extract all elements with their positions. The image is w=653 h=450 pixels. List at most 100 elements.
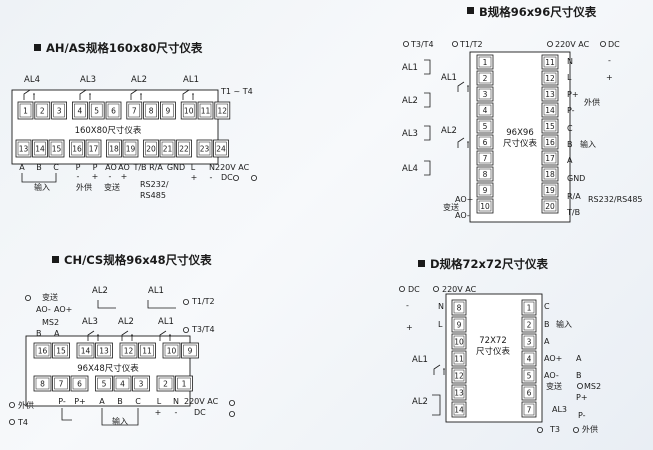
ah-top-terminal-inner (162, 103, 174, 118)
wire (424, 125, 431, 141)
ch-top-terminal (33, 342, 52, 359)
ah-bottom-terminal-number: 18 (109, 145, 119, 154)
b-right-label: L (567, 73, 572, 82)
terminal-circle-icon (228, 399, 235, 406)
ah-top-terminal-number: 12 (218, 107, 228, 116)
d-left-terminal-number: 13 (454, 389, 464, 398)
ah-bottom-terminal-inner (178, 141, 190, 156)
ch-dc: DC (194, 408, 206, 417)
d-left-terminal (451, 333, 467, 350)
ah-group-rs485: RS485 (140, 191, 166, 200)
ah-bottom-terminal-inner (215, 141, 227, 156)
d-right-terminal (521, 367, 537, 384)
ah-bottom-terminal-inner (161, 141, 174, 156)
d-sign-minus: - (406, 301, 409, 310)
ah-bottom-terminal-inner (17, 141, 30, 156)
ah-top-terminal-inner (36, 103, 49, 118)
ch-switch-al1-contact (169, 334, 171, 336)
ch-top-terminal-number: 14 (81, 347, 91, 356)
ch-top-terminal-number: 16 (38, 347, 48, 356)
b-alarm-al2-inner: AL2 (441, 126, 457, 136)
ch-bottom-label: P- (58, 397, 66, 406)
terminal-circle-icon (8, 401, 15, 408)
ah-sign: - (109, 172, 112, 181)
ch-bottom-terminal-inner (72, 377, 87, 390)
b-right-terminal-number: 17 (545, 154, 555, 163)
ah-top-terminal (51, 101, 67, 120)
b-alarm-label: AL2 (402, 96, 418, 106)
d-right-label: A (576, 354, 582, 363)
b-sign-plus: + (606, 73, 613, 82)
ah-alarm-switch-contact (89, 93, 91, 95)
ah-top-terminal (126, 101, 143, 120)
b-right-terminal (541, 102, 559, 118)
ah-bottom-label: C (53, 163, 59, 172)
terminal-circle-icon (398, 285, 405, 292)
terminal-circle-icon (432, 285, 439, 292)
terminal-circle-icon (182, 298, 189, 305)
ah-top-terminal-number: 10 (184, 107, 194, 116)
d-left-terminal-number: 12 (454, 372, 464, 381)
ah-alarm-label: AL2 (131, 75, 147, 85)
ah-group-rs232: RS232/ (140, 180, 169, 189)
b-top-t1t2: T1/T2 (459, 40, 483, 49)
terminal-circle-icon (600, 41, 607, 48)
d-right-label: AL3 (552, 405, 567, 414)
wire (79, 89, 87, 100)
ah-t-range: T1 ~ T4 (220, 87, 253, 96)
ah-top-terminal (88, 101, 105, 120)
ah-top-terminal (105, 101, 122, 120)
b-left-terminal-number: 10 (480, 202, 490, 211)
b-right-terminal-inner (543, 72, 557, 84)
b-right-terminal-number: 16 (545, 138, 555, 147)
d-left-terminal (451, 401, 467, 418)
d-left-terminal-inner (453, 403, 465, 416)
ah-bottom-terminal (213, 139, 229, 158)
b-left-terminal-number: 4 (483, 106, 488, 115)
ah-alarm-label: AL1 (183, 75, 199, 85)
ch-switch-al2-contact (131, 334, 133, 336)
ch-bottom-label: B (117, 397, 123, 406)
ah-bottom-terminal (159, 139, 176, 158)
ah-top-terminal (34, 101, 51, 120)
b-left-terminal-inner (478, 200, 492, 212)
ah-top-terminal-number: 6 (111, 107, 116, 116)
ch-top-terminal (181, 342, 199, 359)
d-right-terminal (521, 333, 537, 350)
d-right-label: B (576, 371, 582, 380)
b-left-terminal (476, 118, 494, 134)
d-left-terminal-inner (453, 386, 465, 399)
ah-top-terminal-number: 11 (201, 107, 211, 116)
ah-top-terminal-number: 7 (132, 107, 137, 116)
terminal-circle-icon (573, 426, 580, 433)
ch-bottom-terminal (156, 375, 175, 392)
ch-ao-minus: AO- (36, 305, 51, 314)
ah-alarm-switch-contact (192, 93, 194, 95)
d-al1: AL1 (412, 355, 428, 365)
d-left-terminal-number: 8 (457, 304, 462, 313)
d-right-terminal-inner (523, 369, 535, 382)
ch-top-terminal-inner (54, 344, 68, 357)
ch-bottom-terminal-number: 3 (139, 380, 144, 389)
b-left-terminal (476, 150, 494, 166)
ch-sign-minus: - (175, 408, 178, 417)
d-left-terminal (451, 316, 467, 333)
ch-t3t4: T3/T4 (191, 325, 215, 334)
ch-top-terminal (162, 342, 181, 359)
ch-sign-plus: + (155, 408, 162, 417)
ah-bottom-terminal-number: 17 (89, 145, 99, 154)
ch-bottom-label: L (157, 397, 162, 406)
d-left-terminal-inner (453, 369, 465, 382)
b-right-terminal-inner (543, 120, 557, 132)
d-left-terminal (451, 299, 467, 316)
ch-al1-upper: AL1 (148, 286, 164, 296)
ch-ao-plus: AO+ (54, 305, 72, 314)
ch-supply-out: 外供 (18, 400, 34, 410)
ch-bottom-terminal-inner (115, 377, 130, 390)
d-right-label: P- (578, 411, 586, 420)
b-right-label: RS232/RS485 (588, 195, 643, 204)
wire (61, 408, 72, 421)
ch-top-terminal-inner (35, 344, 50, 357)
b-left-terminal-inner (478, 184, 492, 196)
ah-bottom-terminal-inner (108, 141, 120, 156)
